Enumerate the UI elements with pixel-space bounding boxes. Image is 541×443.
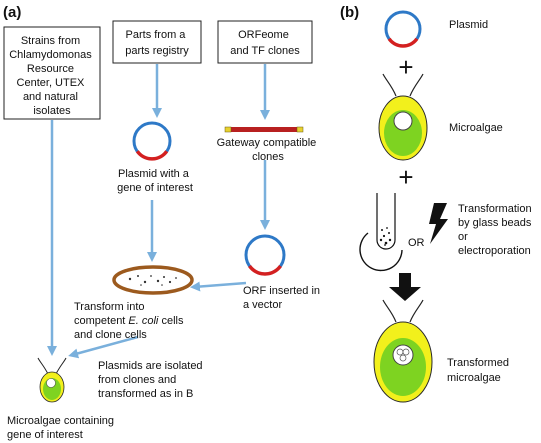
gateway-clone-bar-icon: [224, 126, 304, 133]
plasmid-with-gene-icon: [132, 121, 172, 161]
transform-label-line2: competent E. coli cells: [74, 315, 184, 327]
microalgae-small-icon: [37, 357, 67, 403]
plus-sign-1: +: [398, 52, 413, 82]
orfeome-box: [217, 20, 313, 64]
microalgae-icon: [378, 73, 428, 161]
microalgae-gene-label: Microalgae containing gene of interest: [7, 415, 117, 441]
plasmids-isolated-label: Plasmids are isolated from clones and tr…: [98, 360, 206, 400]
gateway-label: Gateway compatible clones: [217, 137, 320, 163]
petri-dish-icon: [112, 265, 194, 295]
parts-registry-box: [112, 20, 202, 64]
arrow-orf-to-dish: [190, 281, 247, 292]
plasmid-b-icon: [384, 10, 422, 48]
transform-label: Transform into: [74, 301, 145, 313]
arrow-clones-to-microalgae: [68, 335, 139, 359]
panel-b-label: (b): [340, 4, 359, 21]
plasmid-gene-label: Plasmid with a gene of interest: [117, 168, 193, 194]
orfeome-text: ORFeome and TF clones: [230, 29, 300, 57]
strains-box: [3, 26, 101, 120]
orf-plasmid-icon: [244, 234, 286, 276]
plus-sign-2: +: [398, 162, 413, 192]
strains-box-text: Strains from Chlamydomonas Resource Cent…: [9, 35, 95, 117]
transformed-microalgae-label: Transformed microalgae: [447, 357, 512, 384]
plasmid-b-label: Plasmid: [449, 19, 488, 31]
microalgae-label: Microalgae: [449, 122, 503, 134]
or-label: OR: [408, 237, 425, 249]
electroporation-bolt-icon: [429, 203, 448, 244]
panel-a-label: (a): [3, 4, 21, 21]
down-arrow-icon: [389, 273, 421, 301]
glass-bead-tube-icon: [359, 193, 403, 272]
transformed-microalgae-icon: [373, 299, 433, 403]
parts-registry-text: Parts from a parts registry: [125, 29, 189, 57]
transform-label-line3: and clone cells: [74, 329, 147, 341]
orf-vector-label: ORF inserted in a vector: [243, 285, 323, 311]
transformation-label: Transformation by glass beads or electro…: [458, 203, 535, 257]
